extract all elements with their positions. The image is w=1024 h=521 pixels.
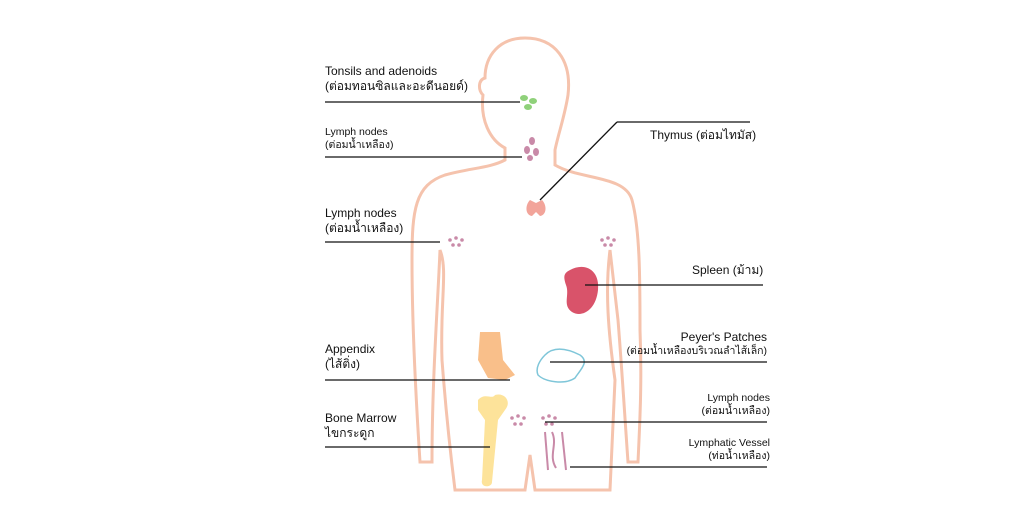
peyers-patches-icon — [536, 348, 585, 383]
armpit-lymph-nodes-icon — [448, 236, 616, 247]
label-en: Spleen (ม้าม) — [692, 263, 764, 277]
body-outline — [410, 36, 643, 492]
tonsils-icon — [520, 95, 537, 110]
label-th: (ท่อน้ำเหลือง) — [708, 450, 770, 462]
label-lymph-groin: Lymph nodes(ต่อมน้ำเหลือง) — [702, 392, 771, 418]
leader-lines — [325, 101, 767, 468]
label-th: (ต่อมน้ำเหลืองบริเวณลำไส้เล็ก) — [626, 345, 767, 357]
label-lymph-neck: Lymph nodes(ต่อมน้ำเหลือง) — [325, 126, 394, 152]
groin-lymph-nodes-icon — [510, 414, 557, 426]
label-en: Tonsils and adenoids — [325, 64, 438, 78]
label-th: (ไส้ติ่ง) — [325, 357, 361, 371]
neck-lymph-nodes-icon — [524, 137, 539, 161]
label-tonsils: Tonsils and adenoids(ต่อมทอนซิลและอะดีนอ… — [325, 64, 468, 94]
label-lymphatic-vessel: Lymphatic Vessel(ท่อน้ำเหลือง) — [689, 437, 770, 463]
label-thymus: Thymus (ต่อมไทมัส) — [650, 128, 756, 143]
label-appendix: Appendix(ไส้ติ่ง) — [325, 342, 375, 372]
label-en: Lymph nodes — [707, 392, 770, 404]
label-peyers-patches: Peyer's Patches(ต่อมน้ำเหลืองบริเวณลำไส้… — [627, 330, 767, 358]
label-th: (ต่อมทอนซิลและอะดีนอยด์) — [325, 79, 468, 93]
spleen-icon — [564, 266, 599, 314]
label-th: (ต่อมน้ำเหลือง) — [325, 221, 404, 235]
label-spleen: Spleen (ม้าม) — [692, 263, 763, 278]
label-en: Appendix — [325, 342, 376, 356]
appendix-icon — [478, 332, 515, 380]
label-lymph-armpit: Lymph nodes(ต่อมน้ำเหลือง) — [325, 206, 403, 236]
label-en: Thymus (ต่อมไทมัส) — [650, 128, 757, 142]
label-en: Lymph nodes — [325, 206, 397, 220]
label-en: Lymph nodes — [325, 126, 388, 138]
lymphatic-vessel-icon — [544, 431, 567, 471]
thymus-icon — [526, 200, 546, 216]
label-th: ไขกระดูก — [325, 426, 375, 440]
label-en: Lymphatic Vessel — [688, 437, 770, 449]
label-en: Bone Marrow — [325, 411, 397, 425]
label-th: (ต่อมน้ำเหลือง) — [701, 405, 771, 417]
label-en: Peyer's Patches — [680, 330, 767, 344]
bone-marrow-icon — [478, 394, 508, 487]
label-th: (ต่อมน้ำเหลือง) — [325, 139, 394, 151]
